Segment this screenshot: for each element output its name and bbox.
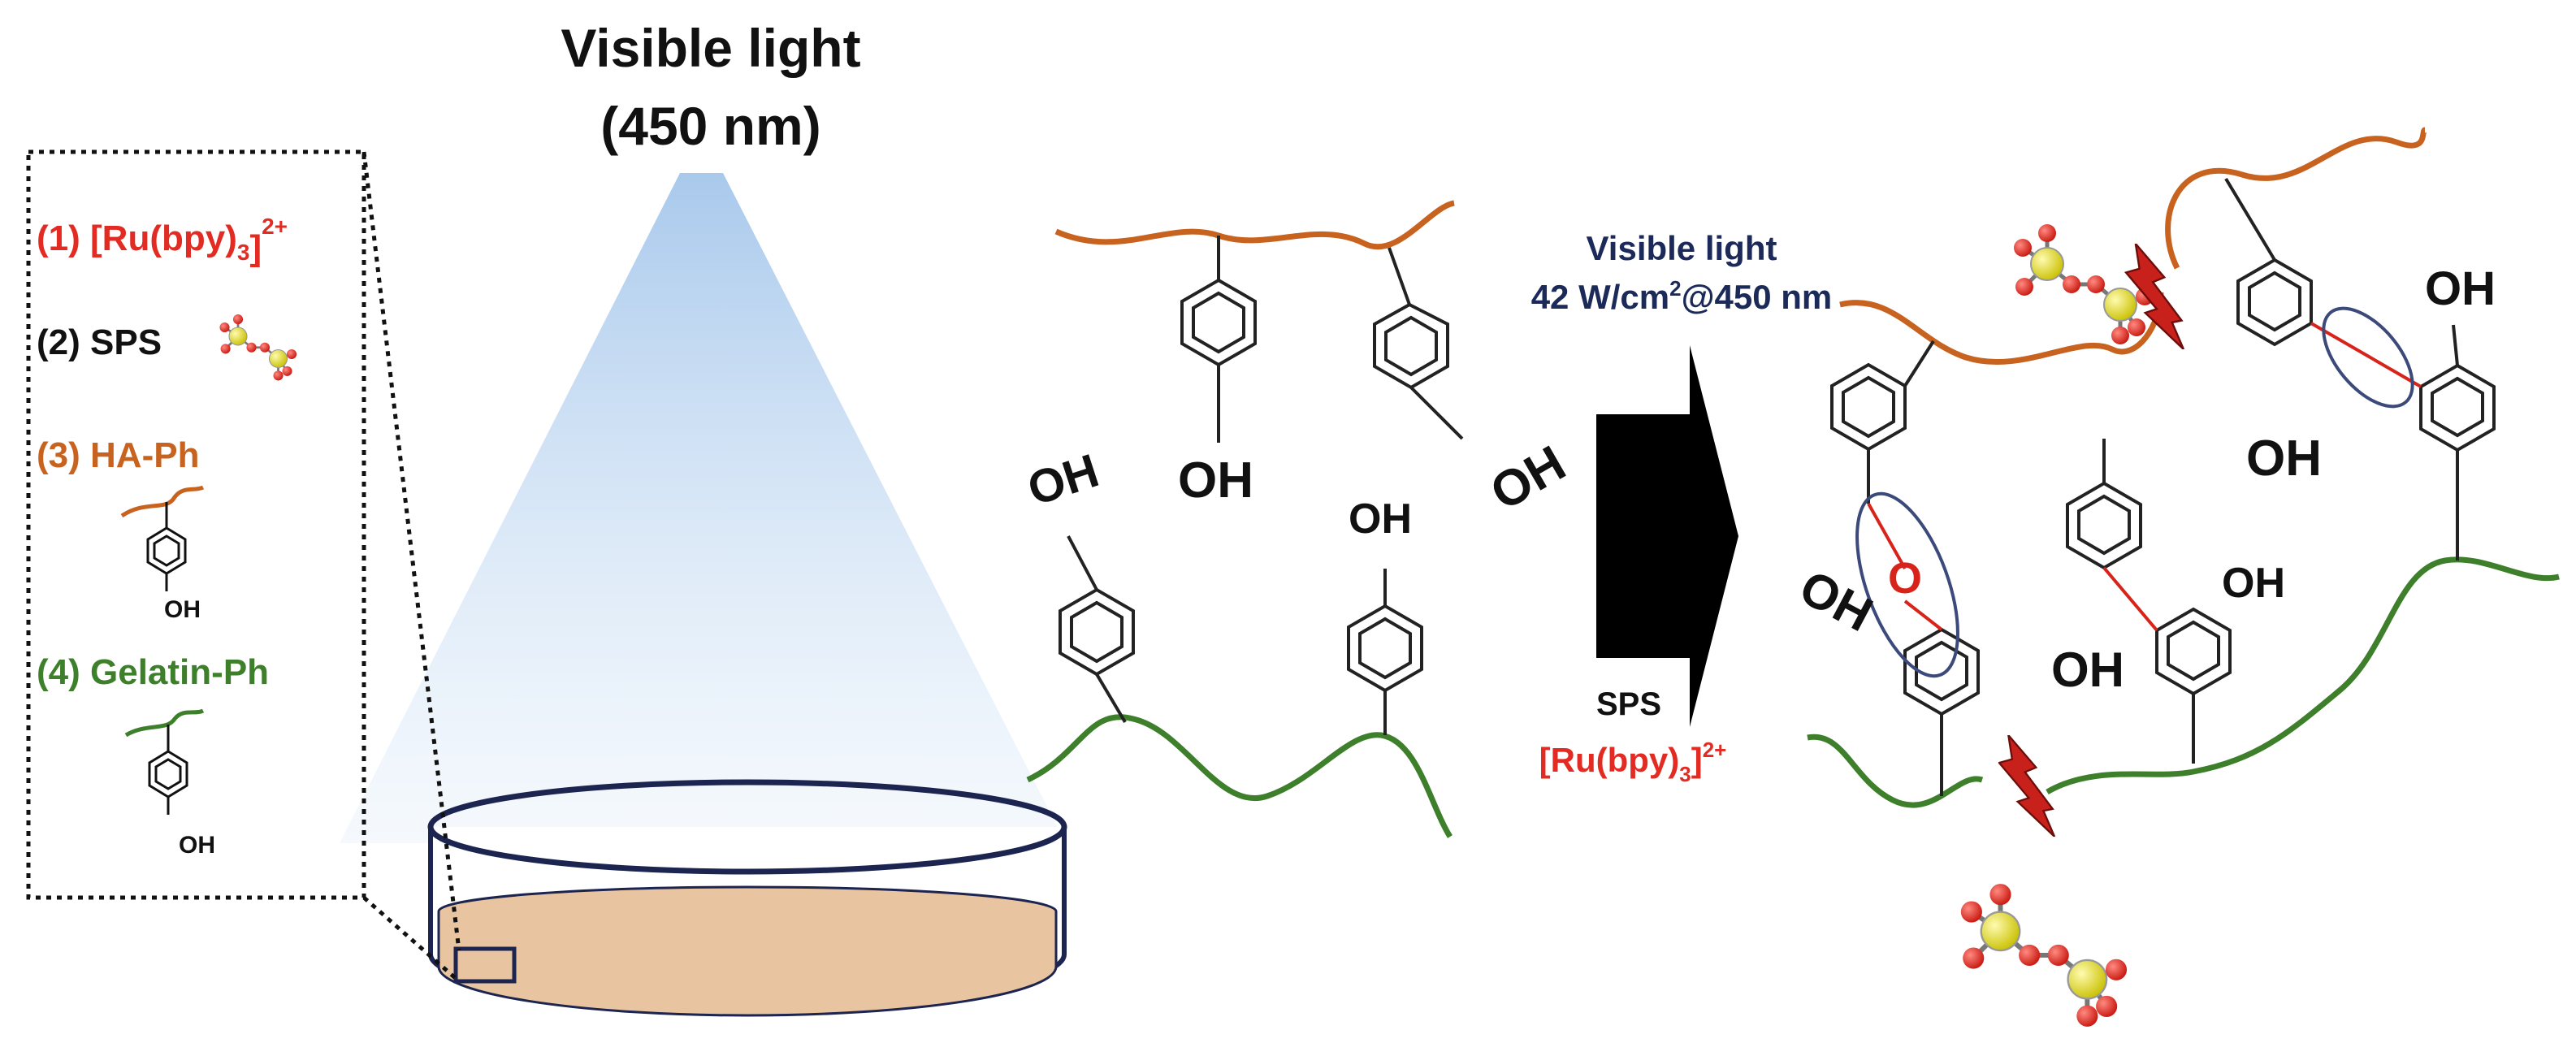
ha-chain-right-b xyxy=(2165,127,2428,270)
reaction-arrow xyxy=(1596,345,1738,727)
title-wavelength: (450 nm) xyxy=(600,96,820,156)
arrow-reagent-ruthenium: [Ru(bpy)3]2+ xyxy=(1539,738,1727,786)
crosslinked-oh-1: OH xyxy=(1791,560,1881,642)
sps-molecule-icon xyxy=(219,313,298,382)
legend-box xyxy=(26,149,366,900)
petri-dish xyxy=(427,779,1067,1017)
crosslinked-oh-2: OH xyxy=(2051,643,2124,697)
legend-item-sps: (2) SPS xyxy=(37,322,162,362)
arrow-condition-intensity: 42 W/cm2@450 nm xyxy=(1531,276,1833,316)
zoom-region xyxy=(453,946,517,984)
ether-crosslink xyxy=(1867,503,1907,569)
biphenyl-crosslink-middle xyxy=(2102,566,2158,632)
ha-ph-structure-icon xyxy=(120,485,205,591)
arrow-condition-light: Visible light xyxy=(1587,229,1777,267)
lightning-bottom-icon xyxy=(1998,735,2055,837)
phenol-oh-1: OH xyxy=(1178,452,1253,509)
gelatin-ph-structure-icon xyxy=(124,708,205,815)
ether-oxygen-label: O xyxy=(1888,554,1922,603)
light-cone xyxy=(340,173,1066,843)
zoom-lines xyxy=(362,151,461,983)
uncrosslinked-network: OH OH OH OH xyxy=(1021,200,1575,838)
ha-ph-oh-label: OH xyxy=(164,596,201,623)
ha-chain-left xyxy=(1054,200,1455,250)
arrow-reagent-sps: SPS xyxy=(1596,686,1661,722)
gelatin-ph-oh-label: OH xyxy=(179,832,215,859)
crosslink-highlight-biphenyl xyxy=(2322,306,2414,409)
sps-molecule-bottom-icon xyxy=(1961,884,2127,1027)
legend-item-ha-ph: (3) HA-Ph xyxy=(37,435,199,475)
gelatin-chain-left xyxy=(1026,714,1453,838)
hydrogel-solution xyxy=(437,885,1058,1017)
phenol-oh-2: OH xyxy=(1482,435,1575,522)
legend: (1) [Ru(bpy)3]2+ (2) SPS (3) HA-Ph OH (4… xyxy=(37,214,298,859)
phenol-oh-4: OH xyxy=(1349,496,1412,543)
crosslinked-oh-4: OH xyxy=(2246,431,2322,487)
legend-item-ruthenium: (1) [Ru(bpy)3]2+ xyxy=(37,214,288,268)
crosslinked-oh-5: OH xyxy=(2425,262,2496,315)
gelatin-chain-right-a xyxy=(1807,734,1984,808)
sps-molecule-top-icon xyxy=(2014,224,2154,344)
crosslink-highlight-ether xyxy=(1855,491,1959,678)
crosslinked-oh-3: OH xyxy=(2222,560,2285,607)
biphenyl-crosslink-right xyxy=(2310,322,2422,388)
ha-chain-right-a xyxy=(1839,292,2164,365)
gelatin-chain-right-b xyxy=(2046,556,2560,795)
phenol-oh-3: OH xyxy=(1021,444,1105,517)
title-visible-light: Visible light xyxy=(561,18,860,78)
legend-item-gelatin-ph: (4) Gelatin-Ph xyxy=(37,652,269,692)
crosslinked-network: O OH OH OH OH OH xyxy=(1791,127,2560,808)
